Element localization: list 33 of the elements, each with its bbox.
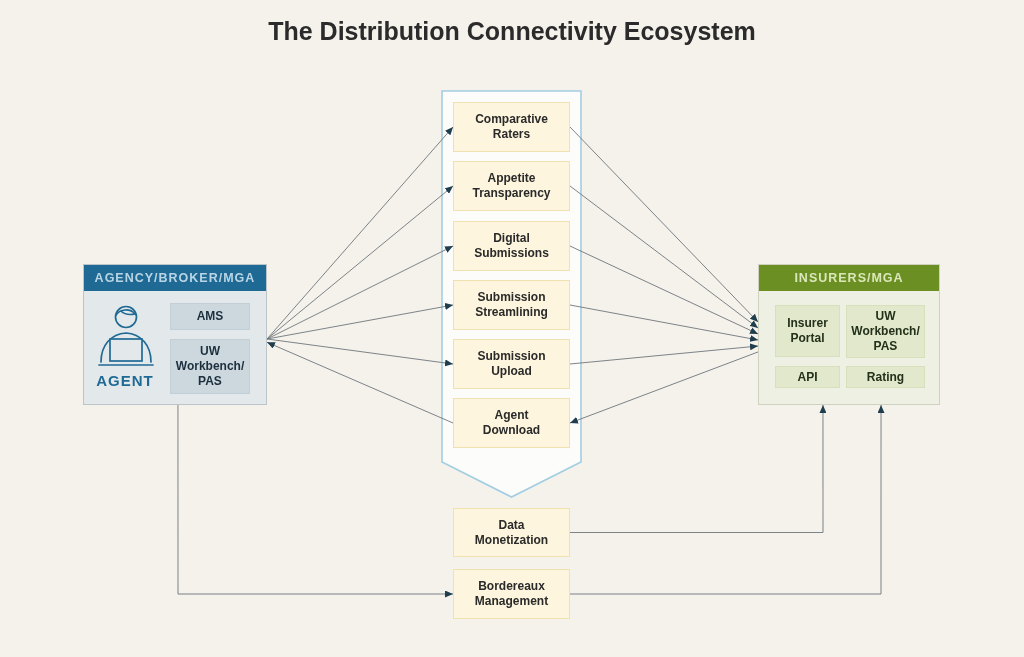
chevron-panel [441,90,582,498]
feature-box [453,280,570,330]
role-label: AGENT [95,372,155,389]
box-label: AMS [196,309,224,324]
system-box [170,303,250,330]
feature-box [453,569,570,619]
system-box [775,305,840,357]
group-heading: INSURERS/MGA [759,265,939,291]
box-label: Data Monetization [473,517,550,548]
system-box [775,366,840,388]
feature-box [453,161,570,211]
feature-box [453,221,570,271]
box-label: Appetite Transparency [471,171,552,201]
group-panel [83,264,267,405]
feature-box [453,398,570,448]
group-heading: AGENCY/BROKER/MGA [84,265,266,291]
feature-box [453,102,570,152]
box-label: Submission Upload [476,349,547,379]
box-label: UW Workbench/ PAS [175,344,245,389]
box-label: UW Workbench/ PAS [851,309,920,354]
box-label: Bordereaux Management [473,579,550,609]
group-panel [758,264,940,405]
box-label: Rating [866,369,905,385]
diagram-title: The Distribution Connectivity Ecosystem [267,17,757,46]
system-box [846,366,925,388]
box-label: API [797,369,818,385]
box-label: Digital Submissions [473,231,550,261]
box-label: Comparative Raters [474,112,549,142]
box-label: Insurer Portal [786,316,829,346]
box-label: Submission Streamlining [474,290,549,320]
feature-box [453,339,570,389]
feature-box [453,508,570,557]
box-label: Agent Download [481,408,542,438]
